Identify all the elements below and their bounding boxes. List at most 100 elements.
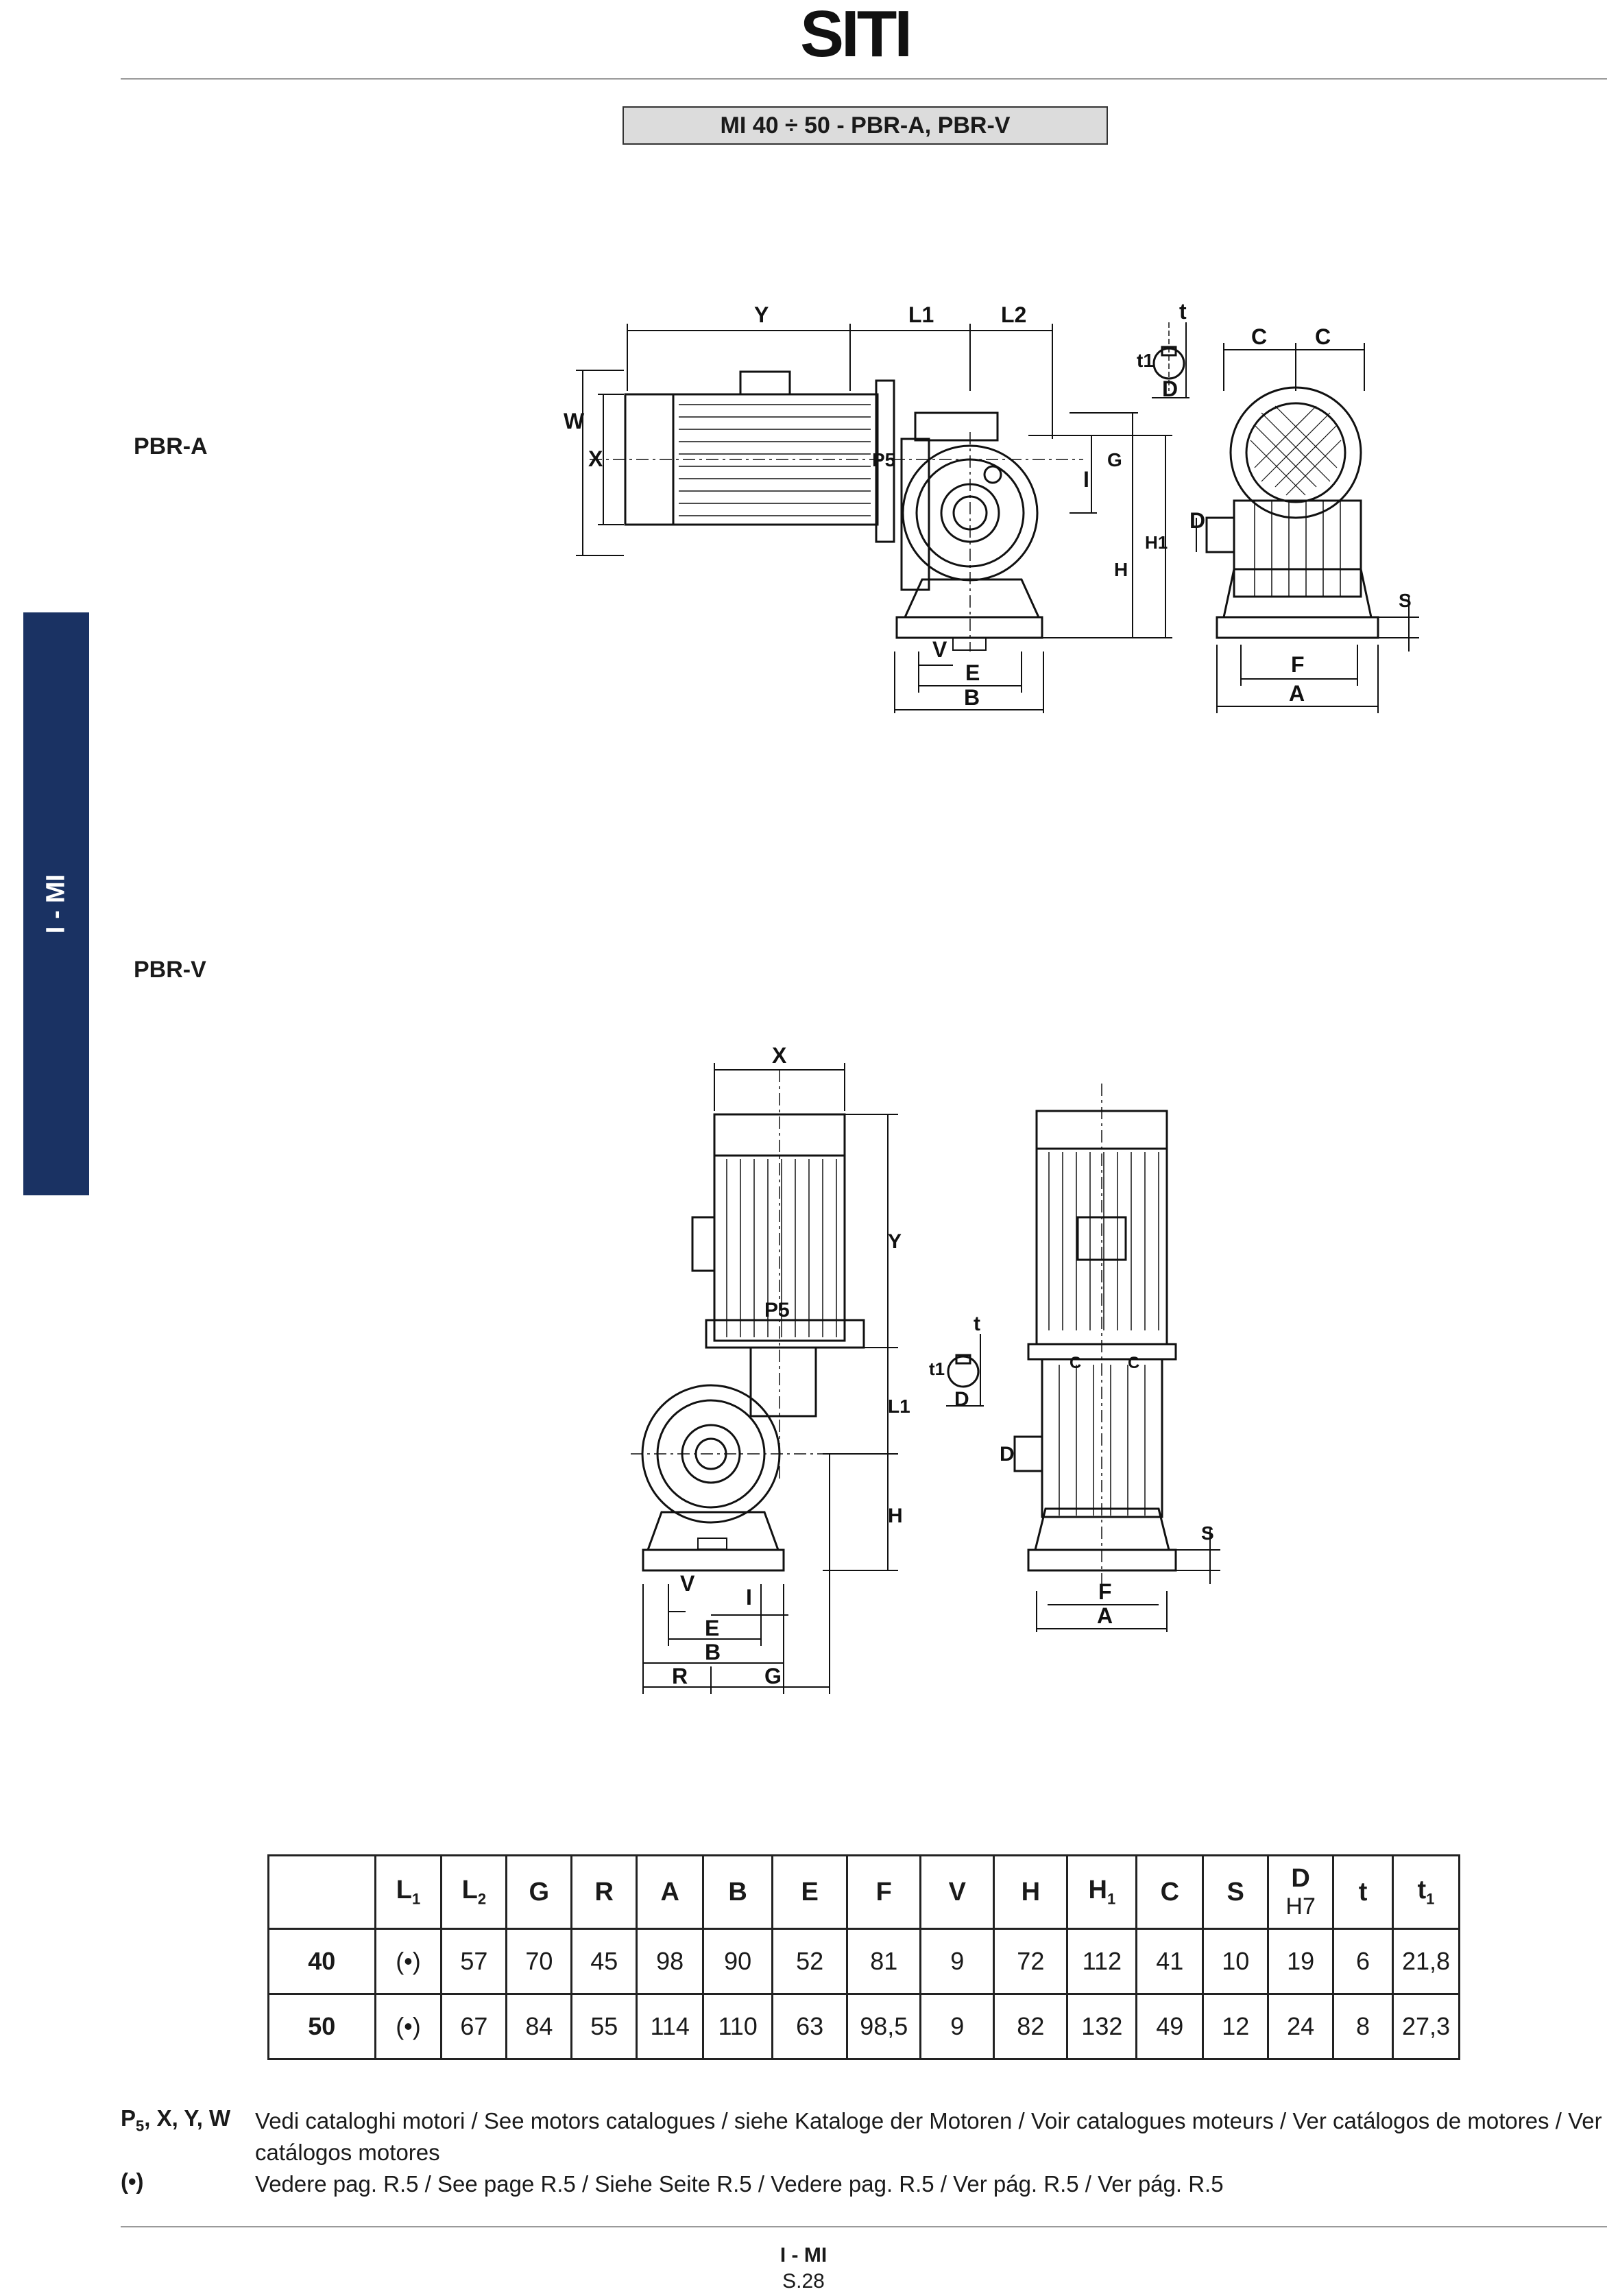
- table-cell: (•): [374, 1993, 443, 2060]
- svg-text:t1: t1: [929, 1359, 945, 1379]
- svg-text:G: G: [764, 1664, 782, 1688]
- table-cell: 67: [440, 1993, 508, 2060]
- table-cell: 19: [1267, 1928, 1335, 1995]
- note-text-motor: Vedi cataloghi motori / See motors catal…: [255, 2108, 1602, 2165]
- svg-text:Y: Y: [888, 1230, 902, 1253]
- header-cell: G: [505, 1854, 573, 1930]
- table-cell: 52: [771, 1928, 849, 1995]
- svg-text:R: R: [672, 1664, 688, 1688]
- svg-text:V: V: [932, 637, 947, 662]
- table-cell: 55: [570, 1993, 638, 2060]
- svg-text:C: C: [1070, 1354, 1081, 1372]
- svg-text:L2: L2: [1001, 302, 1026, 327]
- table-cell: 63: [771, 1993, 849, 2060]
- svg-text:X: X: [588, 446, 603, 471]
- svg-text:E: E: [965, 660, 980, 685]
- table-cell: 10: [1202, 1928, 1270, 1995]
- svg-text:B: B: [964, 685, 980, 710]
- table-cell: 84: [505, 1993, 573, 2060]
- pbr-v-drawing: X Y P5 L1 H t t1 D D C C S V I E B R G F…: [631, 1043, 1220, 1694]
- header-cell: E: [771, 1854, 849, 1930]
- header-cell: R: [570, 1854, 638, 1930]
- svg-text:F: F: [1291, 652, 1305, 677]
- bottom-rule: [121, 2226, 1607, 2227]
- svg-text:X: X: [772, 1043, 787, 1068]
- table-cell: 41: [1135, 1928, 1205, 1995]
- header-cell: A: [636, 1854, 705, 1930]
- svg-text:H1: H1: [1145, 532, 1168, 553]
- table-cell: 57: [440, 1928, 508, 1995]
- svg-text:A: A: [1097, 1603, 1113, 1628]
- table-cell: 132: [1066, 1993, 1138, 2060]
- svg-text:P5: P5: [764, 1299, 790, 1322]
- svg-text:L1: L1: [908, 302, 934, 327]
- svg-text:t: t: [1179, 299, 1187, 324]
- svg-text:t: t: [974, 1313, 980, 1335]
- table-cell: 114: [636, 1993, 705, 2060]
- svg-text:C: C: [1315, 324, 1331, 349]
- row-size-cell: 50: [267, 1993, 376, 2060]
- side-tab-label: I - MI: [41, 874, 71, 934]
- svg-text:Y: Y: [754, 302, 769, 327]
- svg-text:I: I: [746, 1585, 752, 1610]
- header-cell: [267, 1854, 376, 1930]
- svg-text:D: D: [1162, 376, 1178, 401]
- table-cell: 98: [636, 1928, 705, 1995]
- footer-section: I - MI: [780, 2244, 827, 2267]
- table-cell: 21,8: [1391, 1928, 1461, 1995]
- table-cell: 112: [1066, 1928, 1138, 1995]
- pbr-a-drawing: Y L1 L2 t t1 D C C W X P5 I G H H1 V E B…: [564, 299, 1419, 713]
- note-key-bullet: (•): [121, 2168, 144, 2194]
- header-cell: L2: [440, 1854, 508, 1930]
- table-cell: 9: [919, 1928, 995, 1995]
- row-size-cell: 40: [267, 1928, 376, 1995]
- table-cell: 72: [993, 1928, 1069, 1995]
- svg-text:D: D: [954, 1388, 969, 1411]
- top-rule: [121, 78, 1607, 80]
- svg-text:B: B: [705, 1640, 721, 1664]
- header-cell: S: [1202, 1854, 1270, 1930]
- header-cell: V: [919, 1854, 995, 1930]
- table-cell: 90: [702, 1928, 774, 1995]
- table-cell: 9: [919, 1993, 995, 2060]
- side-section-tab: I - MI: [23, 612, 89, 1195]
- table-cell: 12: [1202, 1993, 1270, 2060]
- table-cell: 82: [993, 1993, 1069, 2060]
- svg-text:F: F: [1098, 1579, 1112, 1604]
- svg-text:I: I: [1083, 467, 1089, 492]
- svg-text:D: D: [1189, 508, 1205, 533]
- note-text-bullet: Vedere pag. R.5 / See page R.5 / Siehe S…: [255, 2171, 1224, 2197]
- svg-text:H: H: [888, 1505, 903, 1527]
- svg-text:H: H: [1114, 559, 1128, 580]
- header-cell: F: [846, 1854, 922, 1930]
- header-cell: H1: [1066, 1854, 1138, 1930]
- table-cell: (•): [374, 1928, 443, 1995]
- svg-text:E: E: [705, 1616, 719, 1640]
- table-cell: 45: [570, 1928, 638, 1995]
- svg-text:SITI: SITI: [800, 3, 910, 62]
- table-cell: 8: [1332, 1993, 1394, 2060]
- table-cell: 24: [1267, 1993, 1335, 2060]
- section-label-pbr-v: PBR-V: [134, 957, 206, 983]
- table-cell: 27,3: [1391, 1993, 1461, 2060]
- svg-text:S: S: [1201, 1522, 1214, 1544]
- footer-page-number: S.28: [782, 2270, 825, 2293]
- header-cell: L1: [374, 1854, 443, 1930]
- table-cell: 70: [505, 1928, 573, 1995]
- note-key-motor: P5, X, Y, W: [121, 2105, 231, 2135]
- header-cell: t1: [1391, 1854, 1461, 1930]
- table-cell: 81: [846, 1928, 922, 1995]
- siti-logo: SITI: [800, 3, 913, 62]
- table-cell: 110: [702, 1993, 774, 2060]
- svg-text:C: C: [1128, 1354, 1139, 1372]
- svg-text:A: A: [1289, 681, 1305, 706]
- page-title: MI 40 ÷ 50 - PBR-A, PBR-V: [623, 106, 1108, 145]
- section-label-pbr-a: PBR-A: [134, 433, 208, 459]
- header-cell: C: [1135, 1854, 1205, 1930]
- svg-text:G: G: [1107, 449, 1122, 470]
- svg-text:D: D: [1000, 1443, 1015, 1466]
